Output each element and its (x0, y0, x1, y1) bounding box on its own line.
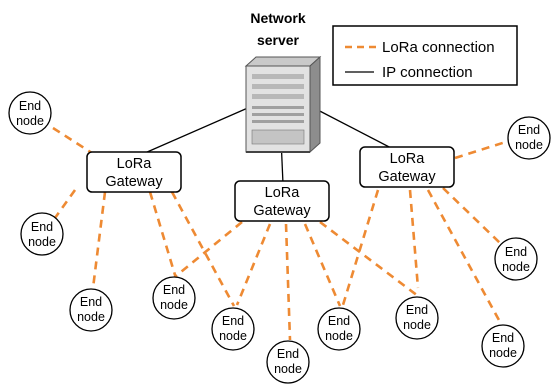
lora-connections (52, 126, 513, 341)
legend-box (332, 25, 518, 86)
lora-link (148, 191, 180, 286)
lora-link (442, 187, 501, 244)
end-node-label-line1: End (328, 314, 350, 328)
lora-link (426, 189, 502, 323)
gateway: LoRa Gateway (86, 151, 182, 193)
end-node-label-line1: End (80, 295, 102, 309)
server-icon (244, 55, 322, 154)
end-node-label-line2: node (489, 346, 517, 360)
end-node-label-line1: End (31, 220, 53, 234)
lora-link (52, 126, 96, 157)
gateway-label-line2: Gateway (105, 174, 163, 190)
lora-link (170, 191, 236, 307)
end-node-label-line2: node (502, 260, 530, 274)
lora-link (341, 189, 380, 306)
ip-link-gateway-3 (311, 106, 396, 151)
end-node-label-line2: node (325, 329, 353, 343)
end-node-label-line1: End (163, 283, 185, 297)
server-label-line2: server (257, 32, 300, 48)
ip-link-gateway-1 (137, 106, 251, 157)
end-node-label-line1: End (518, 123, 540, 137)
gateway: LoRa Gateway (234, 180, 330, 222)
gateway-label-line1: LoRa (265, 185, 301, 201)
end-node: End node (266, 340, 310, 384)
lora-link (235, 223, 272, 306)
lora-link (91, 191, 107, 289)
end-node: End node (395, 296, 439, 340)
end-node-label-line1: End (505, 245, 527, 259)
gateway-label-line2: Gateway (253, 203, 311, 219)
end-node-label-line1: End (19, 99, 41, 113)
end-node: End node (8, 91, 52, 135)
end-node: End node (507, 116, 551, 160)
lora-link (53, 189, 77, 219)
end-node-label-line2: node (77, 310, 105, 324)
lora-link (175, 220, 243, 278)
end-node: End node (211, 307, 255, 351)
legend: LoRa connection IP connection (332, 25, 518, 86)
end-node-label-line2: node (515, 138, 543, 152)
lora-link (319, 220, 419, 298)
end-node-label-line1: End (222, 314, 244, 328)
end-node: End node (494, 237, 538, 281)
end-node: End node (317, 307, 361, 351)
end-node: End node (69, 288, 113, 332)
end-node-label-line2: node (274, 362, 302, 376)
lora-link (454, 138, 513, 160)
gateway-label-line1: LoRa (390, 151, 426, 167)
end-node-label-line1: End (277, 347, 299, 361)
gateway-label-line1: LoRa (117, 156, 153, 172)
lora-link (303, 223, 342, 307)
end-node-label-line2: node (219, 329, 247, 343)
legend-lora-label: LoRa connection (382, 39, 495, 56)
end-node-label-line1: End (492, 331, 514, 345)
end-node: End node (20, 212, 64, 256)
end-node: End node (481, 324, 525, 368)
end-node: End node (152, 276, 196, 320)
server-label-line1: Network (250, 10, 305, 26)
legend-ip-label: IP connection (382, 64, 473, 81)
gateway: LoRa Gateway (359, 146, 455, 188)
gateway-label-line2: Gateway (378, 169, 436, 185)
lora-link (284, 223, 292, 341)
lora-link (408, 189, 420, 289)
end-node-label-line2: node (160, 298, 188, 312)
end-node-label-line2: node (16, 114, 44, 128)
end-node-label-line2: node (403, 318, 431, 332)
end-node-label-line1: End (406, 303, 428, 317)
end-node-label-line2: node (28, 235, 56, 249)
